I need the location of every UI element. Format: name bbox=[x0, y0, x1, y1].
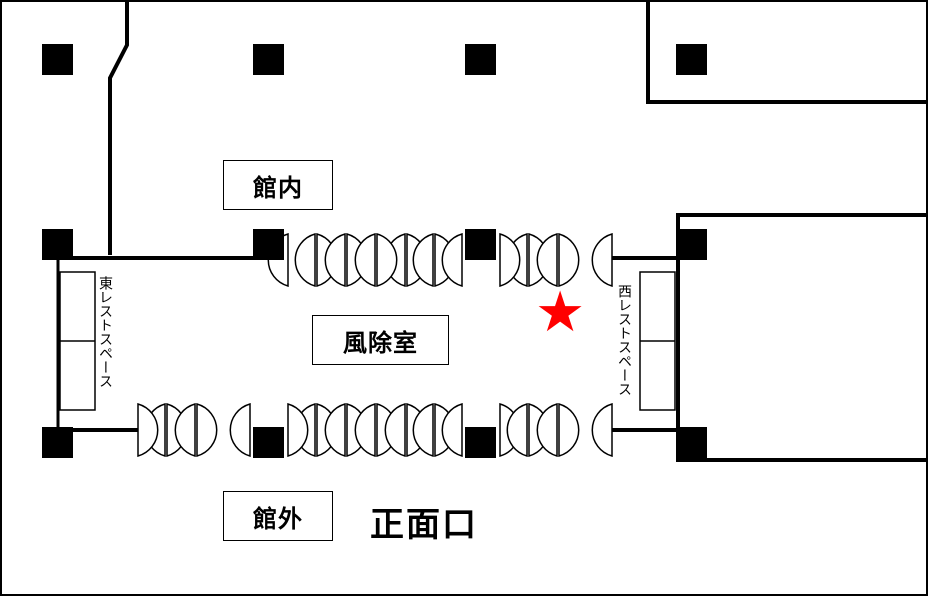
main-entrance-label: 正面口 bbox=[370, 505, 478, 545]
doors-top-row bbox=[294, 233, 580, 287]
wall-right-room bbox=[676, 213, 928, 462]
outside-label: 館外 bbox=[223, 491, 333, 541]
east-rest-space-label: 東レストスペース bbox=[97, 276, 113, 388]
doors-bottom-row bbox=[137, 403, 613, 457]
inside-label: 館内 bbox=[223, 160, 333, 210]
pillars bbox=[42, 44, 707, 458]
wall-top-left bbox=[108, 0, 129, 255]
wall-top-right bbox=[646, 0, 928, 104]
west-rest-space-label: 西レストスペース bbox=[616, 284, 632, 396]
star-icon: ★ bbox=[535, 280, 586, 345]
windbreak-room-label: 風除室 bbox=[312, 315, 449, 365]
